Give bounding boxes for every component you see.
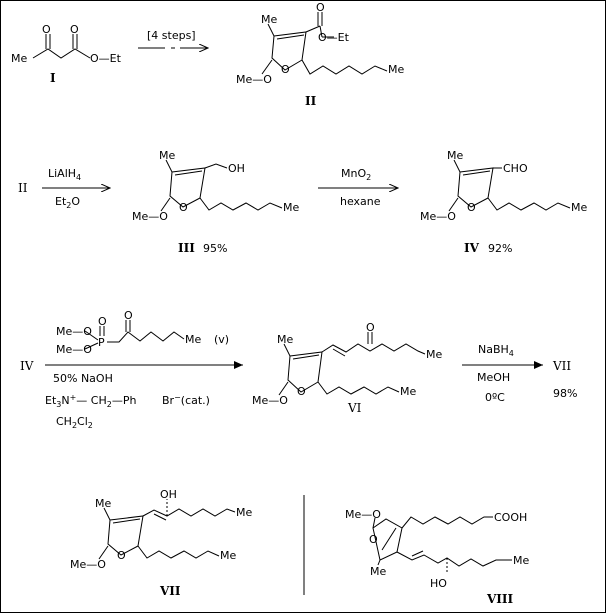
hydroxyl-label: OH: [228, 162, 245, 175]
ketone-oxygen: O: [42, 23, 51, 36]
methoxy-label: Me—O: [345, 508, 381, 521]
reagent-nabh4: NaBH4: [478, 343, 514, 358]
chain-1-methyl-label: Me: [236, 506, 252, 519]
carboxylic-acid-label: COOH: [494, 511, 527, 524]
compound-label-I: I: [50, 71, 56, 85]
chain-methyl-label: Me: [185, 333, 201, 346]
methyl-label: Me: [261, 13, 277, 26]
methoxy-label: Me—O: [420, 210, 456, 223]
compound-label-VIII: VIII: [486, 592, 514, 606]
methoxy-label: Me—O: [132, 210, 168, 223]
compound-III: Me OH O Me—O Me III 95%: [132, 149, 299, 255]
reactant-IV: IV: [20, 359, 34, 373]
compound-label-III: III: [178, 241, 195, 255]
reagent-methanol: MeOH: [477, 371, 510, 384]
product-label-VII: VII: [552, 359, 571, 373]
ketone-oxygen: O: [366, 321, 375, 334]
compound-label-IV: IV: [464, 241, 480, 255]
ring-methyl-label: Me: [370, 565, 386, 578]
methoxy-2-label: Me—O: [56, 343, 92, 356]
condition-solvent: CH2Cl2: [56, 415, 93, 430]
chain-1-methyl-label: Me: [426, 348, 442, 361]
ethoxy-label: O—Et: [90, 52, 122, 65]
methoxy-label: Me—O: [236, 73, 272, 86]
reagent-temperature: 0ºC: [485, 391, 505, 404]
compound-II: Me O O—Et O Me—O Me II: [236, 1, 404, 108]
chain-methyl-label: Me: [283, 201, 299, 214]
compound-VII: OH Me Me O Me—O Me VII: [70, 488, 252, 598]
reagent-tag: (v): [214, 333, 229, 346]
carbonyl-oxygen: O: [124, 309, 133, 322]
reagent-lialh4: LiAlH4: [48, 167, 81, 182]
reactant-II: II: [18, 181, 28, 195]
methoxy-label: Me—O: [252, 394, 288, 407]
yield-VII: 98%: [553, 387, 577, 400]
reagent-ether: Et2O: [55, 195, 80, 210]
chain-methyl-label: Me: [513, 554, 529, 567]
hydroxyl-label: OH: [160, 488, 177, 501]
condition-catalyst: Et3N+— CH2—Ph: [45, 393, 136, 409]
methoxy-label: Me—O: [70, 558, 106, 571]
ring-oxygen: O: [467, 201, 476, 214]
yield-III: 95%: [203, 242, 227, 255]
yield-IV: 92%: [488, 242, 512, 255]
compound-VI: Me O Me O Me—O Me VI: [252, 321, 442, 415]
condition-bromide: Br−(cat.): [162, 393, 210, 407]
ring-oxygen: O: [281, 63, 290, 76]
phosphorus-label: P: [98, 336, 105, 349]
carbonyl-oxygen: O: [316, 1, 325, 14]
chain-2-methyl-label: Me: [220, 549, 236, 562]
ring-oxygen: O: [117, 549, 126, 562]
methyl-label: Me: [11, 52, 27, 65]
compound-label-II: II: [305, 94, 317, 108]
condition-naoh: 50% NaOH: [53, 372, 113, 385]
hydroxyl-label: HO: [430, 577, 447, 590]
reagent-mno2: MnO2: [341, 167, 371, 182]
methyl-label: Me: [159, 149, 175, 162]
compound-label-VII: VII: [159, 584, 181, 598]
compound-IV: Me CHO O Me—O Me IV 92%: [420, 149, 587, 255]
ring-oxygen: O: [179, 201, 188, 214]
compound-VIII: Me—O COOH O Me Me HO VIII: [345, 508, 529, 606]
ring-oxygen: O: [369, 533, 378, 546]
arrow-nabh4: NaBH4 MeOH 0ºC: [462, 343, 543, 404]
arrow-label: [4 steps]: [147, 29, 196, 42]
arrow-olefination: 50% NaOH Et3N+— CH2—Ph Br−(cat.) CH2Cl2: [45, 361, 243, 430]
arrow-4-steps: [4 steps]: [138, 29, 208, 48]
methyl-label: Me: [277, 333, 293, 346]
ester-oxygen: O: [70, 23, 79, 36]
methyl-label: Me: [95, 497, 111, 510]
ethoxy-label: O—Et: [318, 31, 350, 44]
phosphoryl-oxygen: O: [98, 315, 107, 328]
compound-label-VI: VI: [347, 401, 362, 415]
arrow-lialh4: LiAlH4 Et2O: [42, 167, 110, 210]
chain-methyl-label: Me: [571, 201, 587, 214]
compound-I: O O Me O—Et I: [11, 23, 122, 85]
ring-oxygen: O: [297, 385, 306, 398]
arrow-mno2: MnO2 hexane: [318, 167, 398, 208]
methoxy-1-label: Me—O: [56, 325, 92, 338]
aldehyde-label: CHO: [503, 162, 528, 175]
chain-2-methyl-label: Me: [400, 385, 416, 398]
chain-methyl-label: Me: [388, 63, 404, 76]
reagent-hexane: hexane: [340, 195, 381, 208]
methyl-label: Me: [447, 149, 463, 162]
phosphonate-reagent-v: Me—O Me—O P O O Me (v): [56, 309, 229, 356]
